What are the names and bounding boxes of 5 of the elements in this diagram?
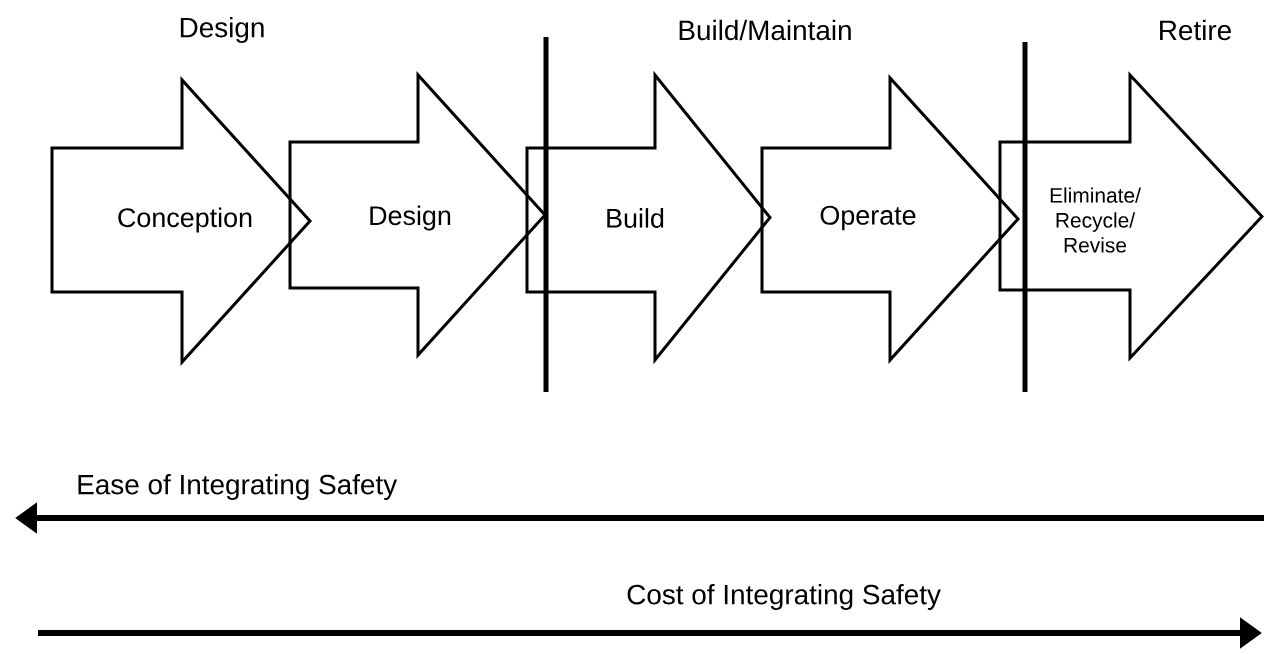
phase-label: Build/Maintain <box>679 19 851 41</box>
axis-label: Ease of Integrating Safety <box>78 474 398 500</box>
phase-label: Design <box>180 17 264 43</box>
phase-label: Retire <box>1160 19 1231 41</box>
axis-label: Cost of Integrating Safety <box>627 584 941 610</box>
